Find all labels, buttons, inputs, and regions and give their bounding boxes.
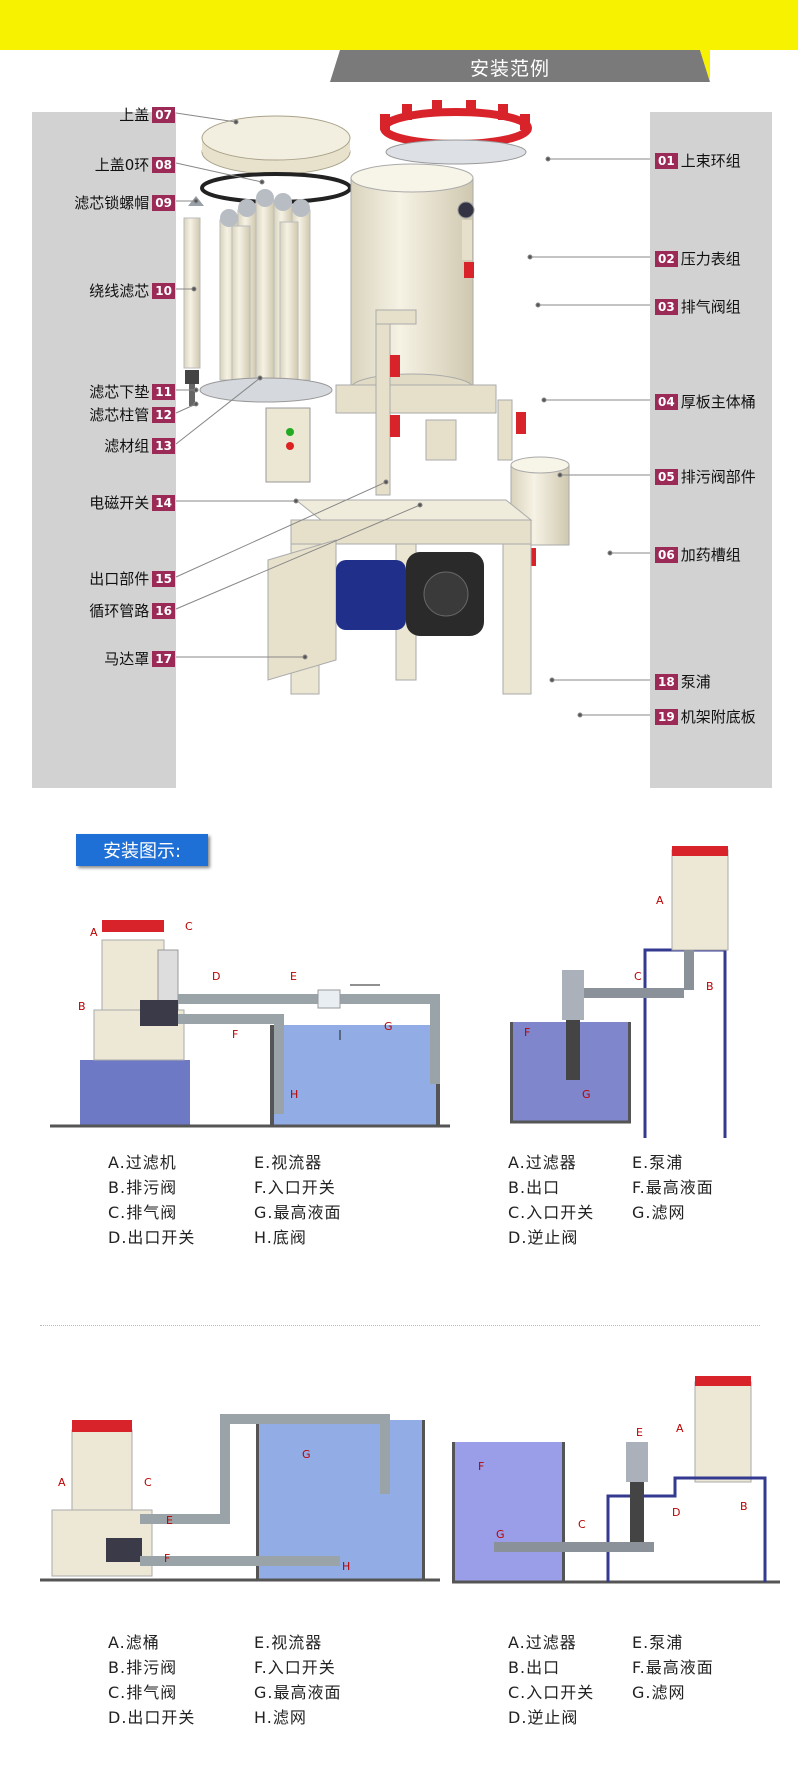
exploded-view-illustration	[183, 100, 570, 695]
leader-lines	[175, 112, 650, 718]
svg-text:F: F	[478, 1460, 484, 1473]
svg-text:C: C	[578, 1518, 586, 1531]
letter-e: E	[290, 970, 297, 983]
section-divider	[40, 1325, 760, 1326]
svg-text:C: C	[144, 1476, 152, 1489]
letter-h: H	[290, 1088, 298, 1101]
install-section-title: 安装图示:	[76, 834, 208, 866]
install-diagram-4: A B C D E F G	[452, 1376, 780, 1584]
letter-c: C	[185, 920, 193, 933]
svg-text:E: E	[636, 1426, 643, 1439]
top-yellow-bar	[0, 0, 798, 50]
svg-text:G: G	[582, 1088, 591, 1101]
letter-b: B	[78, 1000, 86, 1013]
svg-text:B: B	[706, 980, 714, 993]
install-diagram-2: A B C F G	[510, 846, 729, 1138]
svg-text:D: D	[672, 1506, 680, 1519]
svg-text:F: F	[524, 1026, 530, 1039]
letter-g: G	[384, 1020, 393, 1033]
letter-f: F	[232, 1028, 238, 1041]
svg-text:A: A	[656, 894, 664, 907]
svg-text:A: A	[58, 1476, 66, 1489]
install-diagram-1: A C B D E F G H	[50, 920, 450, 1128]
letter-a: A	[90, 926, 98, 939]
svg-text:C: C	[634, 970, 642, 983]
svg-text:G: G	[302, 1448, 311, 1461]
install-diagram-3: A C E F G H	[40, 1414, 440, 1582]
left-label-panel	[32, 112, 176, 788]
header-title: 安装范例	[470, 58, 551, 80]
svg-text:E: E	[166, 1514, 173, 1527]
svg-text:F: F	[164, 1552, 170, 1565]
svg-text:B: B	[740, 1500, 748, 1513]
letter-d: D	[212, 970, 220, 983]
svg-text:G: G	[496, 1528, 505, 1541]
header-banner	[330, 50, 710, 82]
svg-text:H: H	[342, 1560, 350, 1573]
svg-text:A: A	[676, 1422, 684, 1435]
